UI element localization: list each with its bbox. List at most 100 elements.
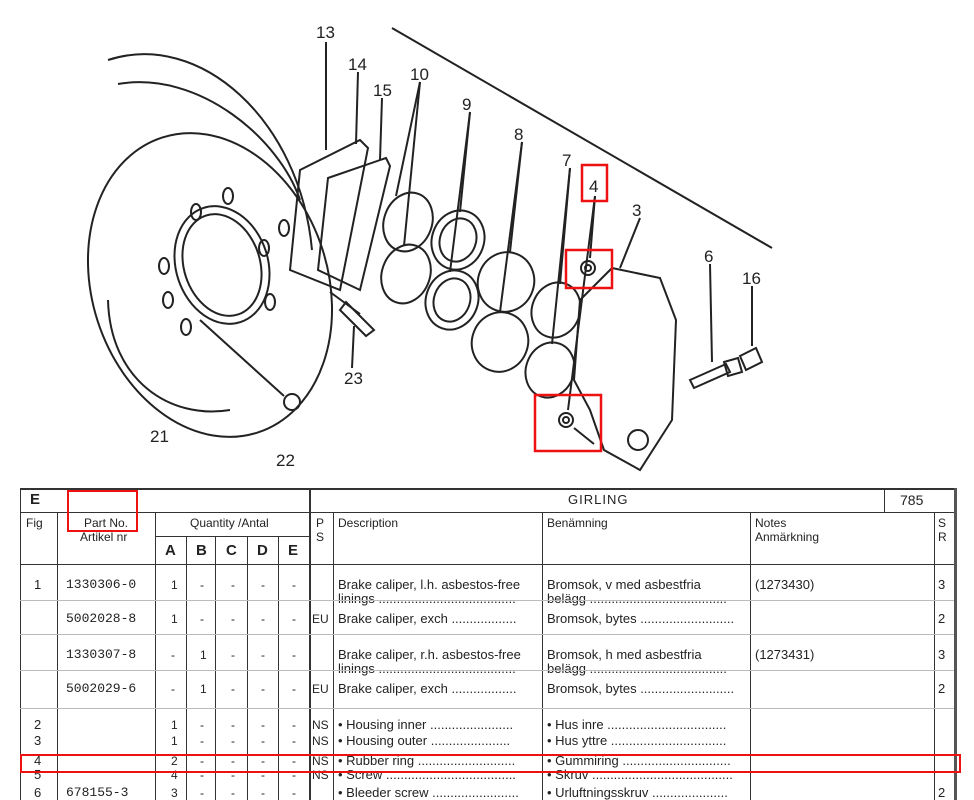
qty-col-c: C [226,542,237,559]
callout-15: 15 [373,81,392,100]
row-qty: - [200,578,204,592]
row-qty: - [231,718,235,732]
row-benamning-cont: belägg .................................… [547,661,727,676]
section-letter: E [30,491,41,508]
row-description: • Bleeder screw ........................ [338,785,519,800]
row-qty: - [261,578,265,592]
row-notes: (1273430) [755,577,815,592]
callout-16: 16 [742,269,761,288]
row-qty: - [292,612,296,626]
row-sr: 2 [938,681,946,696]
col-description: Description [338,516,399,530]
col-part-2: Artikel nr [80,530,128,544]
row-qty: - [292,768,296,782]
row-sr: 3 [938,577,946,592]
row-qty: - [292,734,296,748]
row-ps: NS [312,718,329,732]
row-fig: 2 [34,717,42,732]
row-qty: - [200,786,204,800]
row-qty: - [261,612,265,626]
row-qty: 1 [171,612,178,626]
row-benamning: • Hus yttre ............................… [547,733,727,748]
row-qty: - [200,612,204,626]
row-part-no: 1330307-8 [66,647,137,662]
col-fig: Fig [26,516,43,530]
row-qty: - [171,648,175,662]
row-separator [20,708,954,709]
callout-22: 22 [276,451,295,470]
row-benamning: • Gummiring ............................… [547,753,731,768]
row-benamning: • Urluftningsskruv ..................... [547,785,728,800]
row-description: Brake caliper, l.h. asbestos-free [338,577,521,592]
row-description: • Housing outer ...................... [338,733,511,748]
row-fig: 4 [34,753,42,768]
row-description-cont: linings ................................… [338,591,516,606]
row-ps: NS [312,734,329,748]
page-number: 785 [900,492,924,508]
row-qty: - [261,786,265,800]
row-qty: - [261,754,265,768]
row-description: • Rubber ring ..........................… [338,753,516,768]
row-qty: - [261,718,265,732]
row-qty: 1 [171,718,178,732]
row-benamning: • Hus inre .............................… [547,717,727,732]
highlight-upper-ring [564,248,614,290]
row-separator [20,670,954,671]
row-qty: - [292,682,296,696]
row-part-no: 678155-3 [66,785,129,800]
qty-col-d: D [257,542,268,559]
row-qty: - [292,578,296,592]
row-qty: 1 [200,648,207,662]
callout-7: 7 [562,151,571,170]
highlight-callout-4 [580,163,609,203]
row-qty: - [261,734,265,748]
highlight-part-no-header [67,490,138,532]
col-notes-2: Anmärkning [755,530,820,544]
row-benamning: Bromsok, bytes .........................… [547,681,735,696]
row-qty: - [231,734,235,748]
qty-col-e: E [288,542,299,559]
row-description: Brake caliper, exch .................. [338,681,517,696]
row-qty: - [231,612,235,626]
callout-3: 3 [632,201,641,220]
row-ps: EU [312,612,329,626]
row-separator [20,600,954,601]
row-qty: - [200,768,204,782]
row-qty: 2 [171,754,178,768]
col-part-1: Part No. [84,516,129,530]
row-benamning-cont: belägg .................................… [547,591,727,606]
row-qty: 4 [171,768,178,782]
callout-23: 23 [344,369,363,388]
col-notes-1: Notes [755,516,787,530]
qty-col-b: B [196,542,207,559]
row-ps: EU [312,682,329,696]
manufacturer: GIRLING [568,492,629,507]
row-sr: 2 [938,785,946,800]
row-qty: 3 [171,786,178,800]
row-sr: 3 [938,647,946,662]
col-ps-2: S [316,530,325,544]
col-benamning: Benämning [547,516,608,530]
row-qty: - [261,648,265,662]
row-fig: 3 [34,733,42,748]
col-quantity: Quantity /Antal [190,516,269,530]
row-qty: - [292,786,296,800]
row-benamning: Bromsok, v med asbestfria [547,577,701,592]
callout-9: 9 [462,95,471,114]
col-ps-1: P [316,516,325,530]
callout-21: 21 [150,427,169,446]
row-benamning: Bromsok, bytes .........................… [547,611,735,626]
row-notes: (1273431) [755,647,815,662]
row-description: Brake caliper, r.h. asbestos-free [338,647,521,662]
row-qty: - [200,718,204,732]
row-qty: 1 [171,578,178,592]
row-sr: 2 [938,611,946,626]
row-part-no: 1330306-0 [66,577,137,592]
callout-4: 4 [589,177,598,196]
row-qty: 1 [200,682,207,696]
exploded-brake-diagram: 13 14 15 10 9 8 7 4 3 6 16 23 21 22 [86,23,773,472]
row-qty: - [261,768,265,782]
row-qty: - [231,768,235,782]
row-qty: - [292,648,296,662]
row-qty: - [261,682,265,696]
